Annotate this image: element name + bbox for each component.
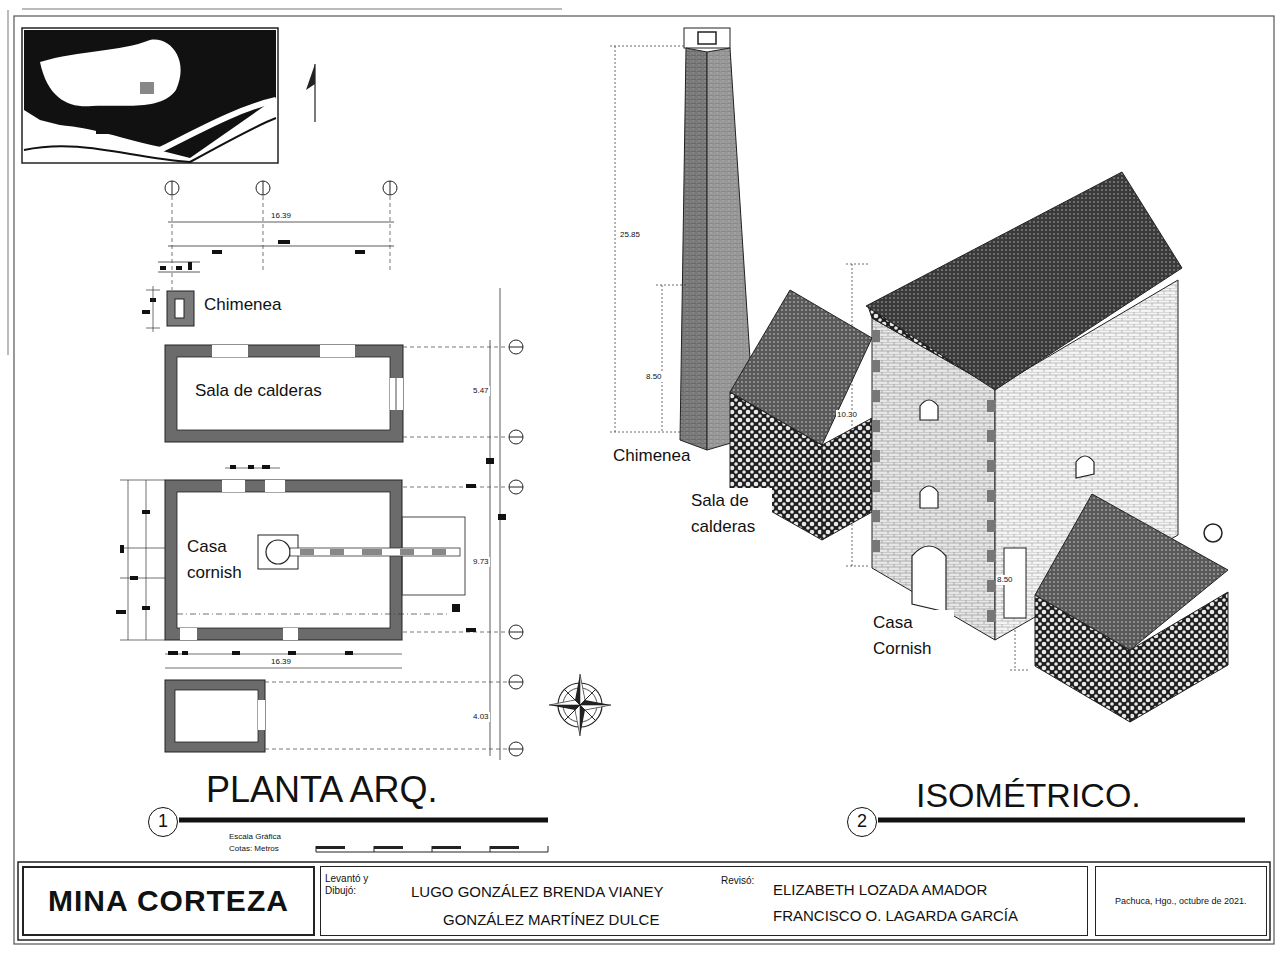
box-text: Casa cornish — [187, 534, 257, 587]
dimension: 25.85 — [619, 230, 641, 240]
dimension: 10.30 — [836, 410, 858, 420]
view-number-circle: 2 — [847, 807, 877, 837]
view-title: ISOMÉTRICO. — [915, 775, 1142, 816]
scale-note: Escala Gráfica — [228, 832, 282, 842]
room-box: Casa cornish — [177, 492, 390, 628]
box-text: GONZÁLEZ MARTÍNEZ DULCE — [443, 911, 659, 929]
box-text: ELIZABETH LOZADA AMADOR — [773, 881, 987, 899]
part-name: Chimenea — [203, 295, 283, 315]
view-number-circle: 1 — [148, 807, 178, 837]
dimension: 8.50 — [996, 575, 1014, 585]
box-text: Revisó: — [721, 875, 754, 887]
part-name: Sala de calderas — [690, 488, 772, 541]
dimension: 8.50 — [645, 372, 663, 382]
view-title: PLANTA ARQ. — [205, 768, 438, 811]
part-name: Casa Cornish — [872, 610, 954, 663]
dimension: 16.39 — [270, 657, 292, 667]
box-text: Pachuca, Hgo., octubre de 2021. — [1115, 896, 1247, 907]
scale-note: Cotas: Metros — [228, 844, 280, 854]
room-box: Sala de calderas — [177, 357, 390, 430]
date-cell: Pachuca, Hgo., octubre de 2021. — [1095, 866, 1267, 936]
dimension: 5.47 — [472, 386, 490, 396]
title-cell: MINA CORTEZA — [22, 866, 315, 936]
box-text: Levantó y Dibujó: — [325, 873, 381, 897]
box-text: 1 — [158, 811, 168, 833]
dimension: 16.39 — [270, 211, 292, 221]
credits-cell: Levantó y Dibujó: LUGO GONZÁLEZ BRENDA VI… — [320, 866, 1088, 936]
part-name: Chimenea — [612, 446, 692, 466]
box-text: Sala de calderas — [195, 381, 322, 401]
dimension: 4.03 — [472, 712, 490, 722]
box-text: 2 — [857, 811, 867, 833]
box-text: LUGO GONZÁLEZ BRENDA VIANEY — [411, 883, 664, 901]
box-text: MINA CORTEZA — [48, 883, 289, 919]
box-text: FRANCISCO O. LAGARDA GARCÍA — [773, 907, 1018, 925]
dimension: 9.73 — [472, 557, 490, 567]
